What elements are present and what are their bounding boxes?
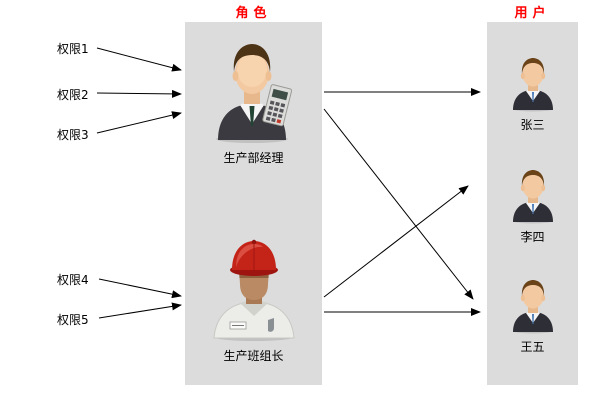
businessman-icon	[512, 280, 553, 334]
roles-column-title: 角色	[235, 6, 272, 21]
user-zhangsan-label: 张三	[520, 118, 545, 132]
arrow-role-foreman-to-user-lisi	[323, 185, 469, 298]
businessman-icon	[512, 170, 553, 224]
permission-label-4: 权限4	[57, 273, 89, 287]
worker-red-cap-icon	[212, 239, 295, 341]
permission-label-2: 权限2	[57, 88, 89, 102]
businessman-icon	[512, 58, 553, 112]
permission-label-5: 权限5	[57, 313, 89, 327]
users-column-title: 用户	[514, 6, 551, 21]
role-manager-label: 生产部经理	[223, 151, 284, 165]
role-manager: 生产部经理	[185, 40, 322, 166]
user-wangwu: 王五	[487, 278, 578, 355]
arrow-role-manager-to-user-wangwu	[323, 108, 474, 300]
arrow-permission-1-to-role-manager	[96, 47, 182, 72]
user-lisi: 李四	[487, 168, 578, 245]
role-foreman-label: 生产班组长	[223, 349, 284, 363]
arrow-permission-5-to-role-foreman	[98, 302, 182, 319]
permission-label-1: 权限1	[57, 42, 89, 56]
role-foreman: 生产班组长	[185, 234, 322, 364]
permission-label-3: 权限3	[57, 128, 89, 142]
user-lisi-label: 李四	[520, 230, 545, 244]
user-wangwu-label: 王五	[520, 340, 545, 354]
manager-with-calculator-icon	[215, 44, 292, 143]
arrow-permission-3-to-role-manager	[96, 111, 182, 134]
user-zhangsan: 张三	[487, 56, 578, 133]
arrow-permission-4-to-role-foreman	[98, 278, 182, 299]
arrow-permission-2-to-role-manager	[96, 89, 182, 98]
